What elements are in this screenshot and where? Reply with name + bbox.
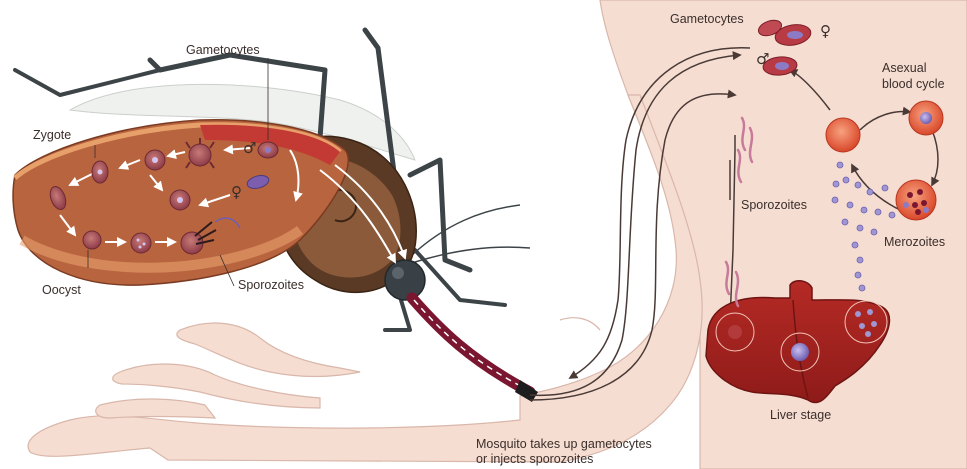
label-zygote: Zygote: [33, 128, 71, 142]
label-sporozoites-human: Sporozoites: [741, 198, 807, 212]
label-oocyst: Oocyst: [42, 283, 81, 297]
label-blood-cycle: blood cycle: [882, 77, 945, 91]
label-liver-stage: Liver stage: [770, 408, 831, 422]
male-symbol-human: ♂: [756, 52, 769, 67]
label-sporozoites-mosquito: Sporozoites: [238, 278, 304, 292]
male-symbol-mosquito: ♂: [243, 141, 256, 156]
caption-line-2: or injects sporozoites: [476, 452, 593, 466]
caption-line-1: Mosquito takes up gametocytes: [476, 437, 652, 451]
female-symbol-human: ♀: [820, 24, 831, 39]
female-symbol-mosquito: ♀: [231, 185, 242, 200]
label-asexual: Asexual: [882, 61, 926, 75]
label-gametocytes-mosquito: Gametocytes: [186, 43, 260, 57]
label-merozoites: Merozoites: [884, 235, 945, 249]
mosquito: [13, 30, 538, 402]
label-gametocytes-human: Gametocytes: [670, 12, 744, 26]
